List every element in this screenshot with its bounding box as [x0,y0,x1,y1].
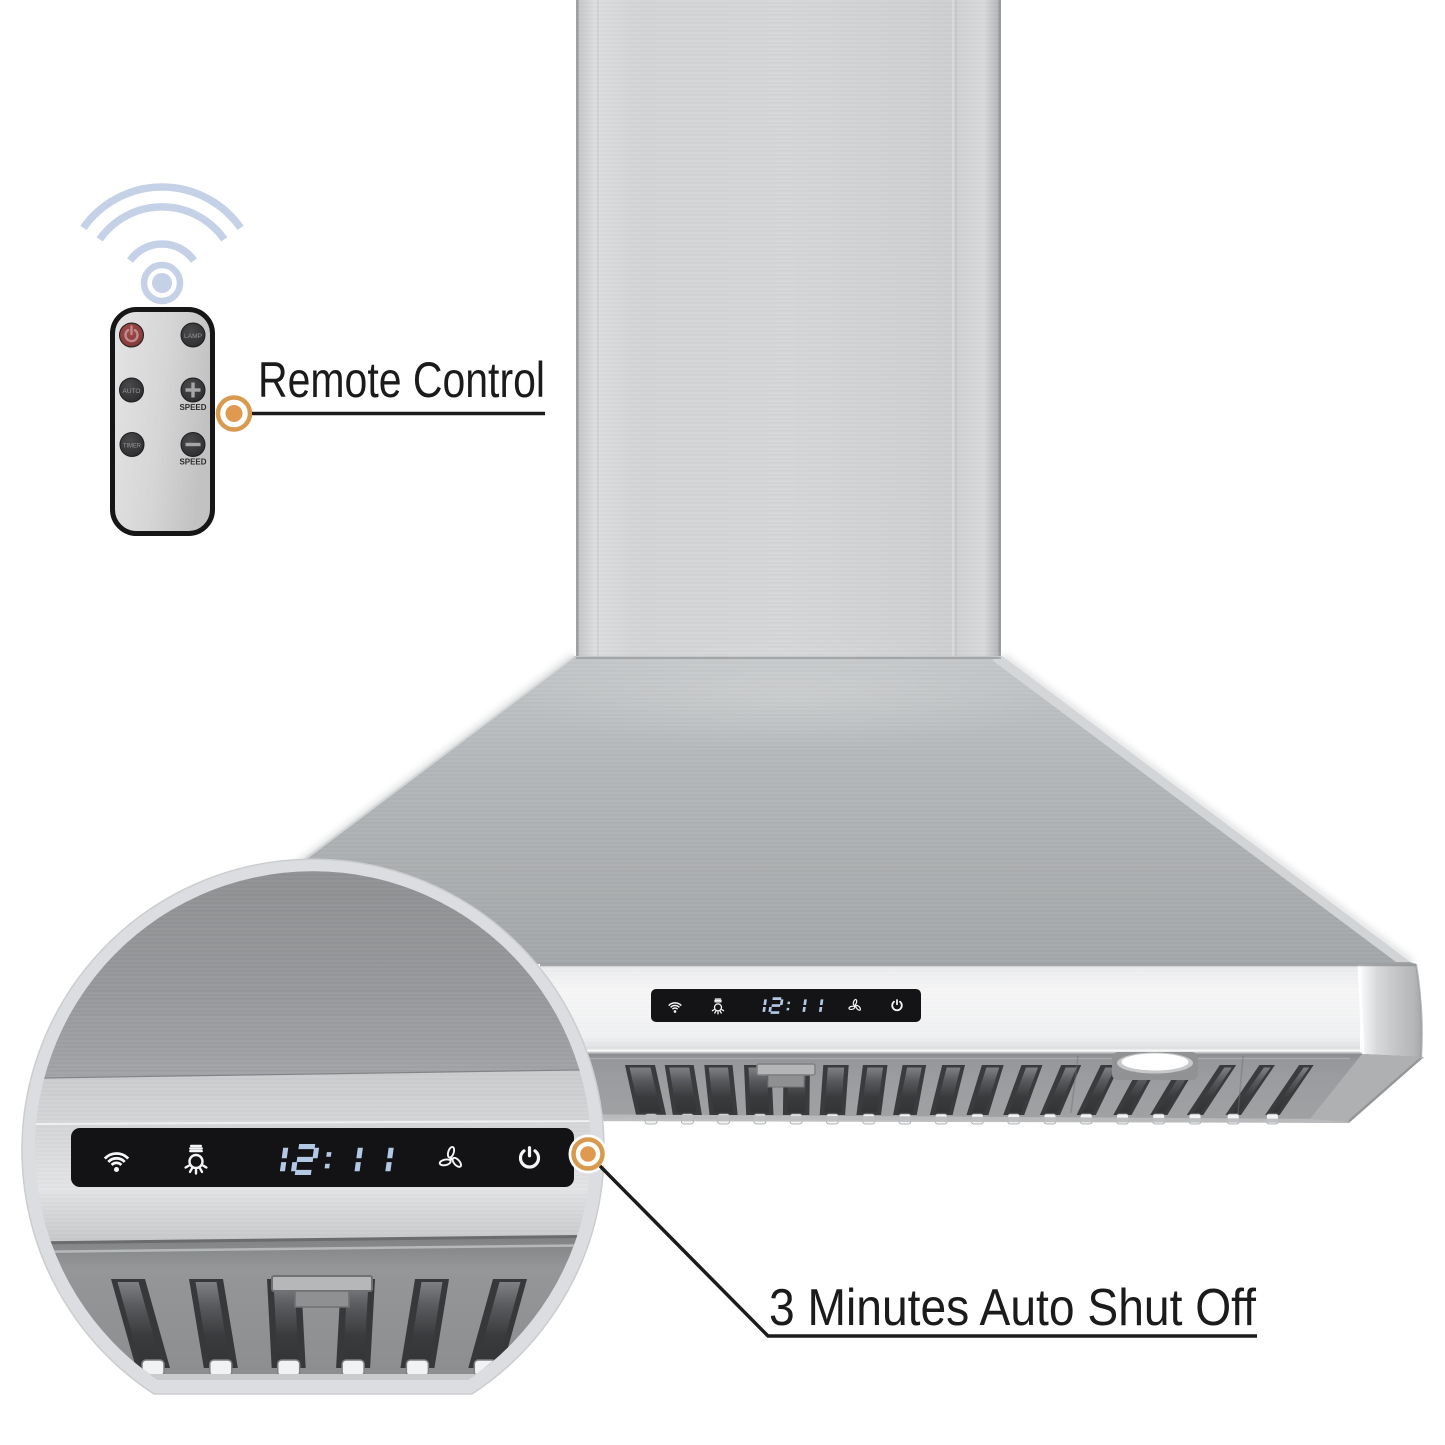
svg-text:TIMER: TIMER [123,442,141,449]
svg-text:SPEED: SPEED [180,458,207,467]
svg-text:3 Minutes Auto Shut Off: 3 Minutes Auto Shut Off [769,1279,1256,1337]
svg-text:AUTO: AUTO [123,388,141,395]
svg-text:SPEED: SPEED [180,403,207,412]
svg-text:Remote Control: Remote Control [258,352,545,408]
svg-text:LAMP: LAMP [184,333,202,340]
